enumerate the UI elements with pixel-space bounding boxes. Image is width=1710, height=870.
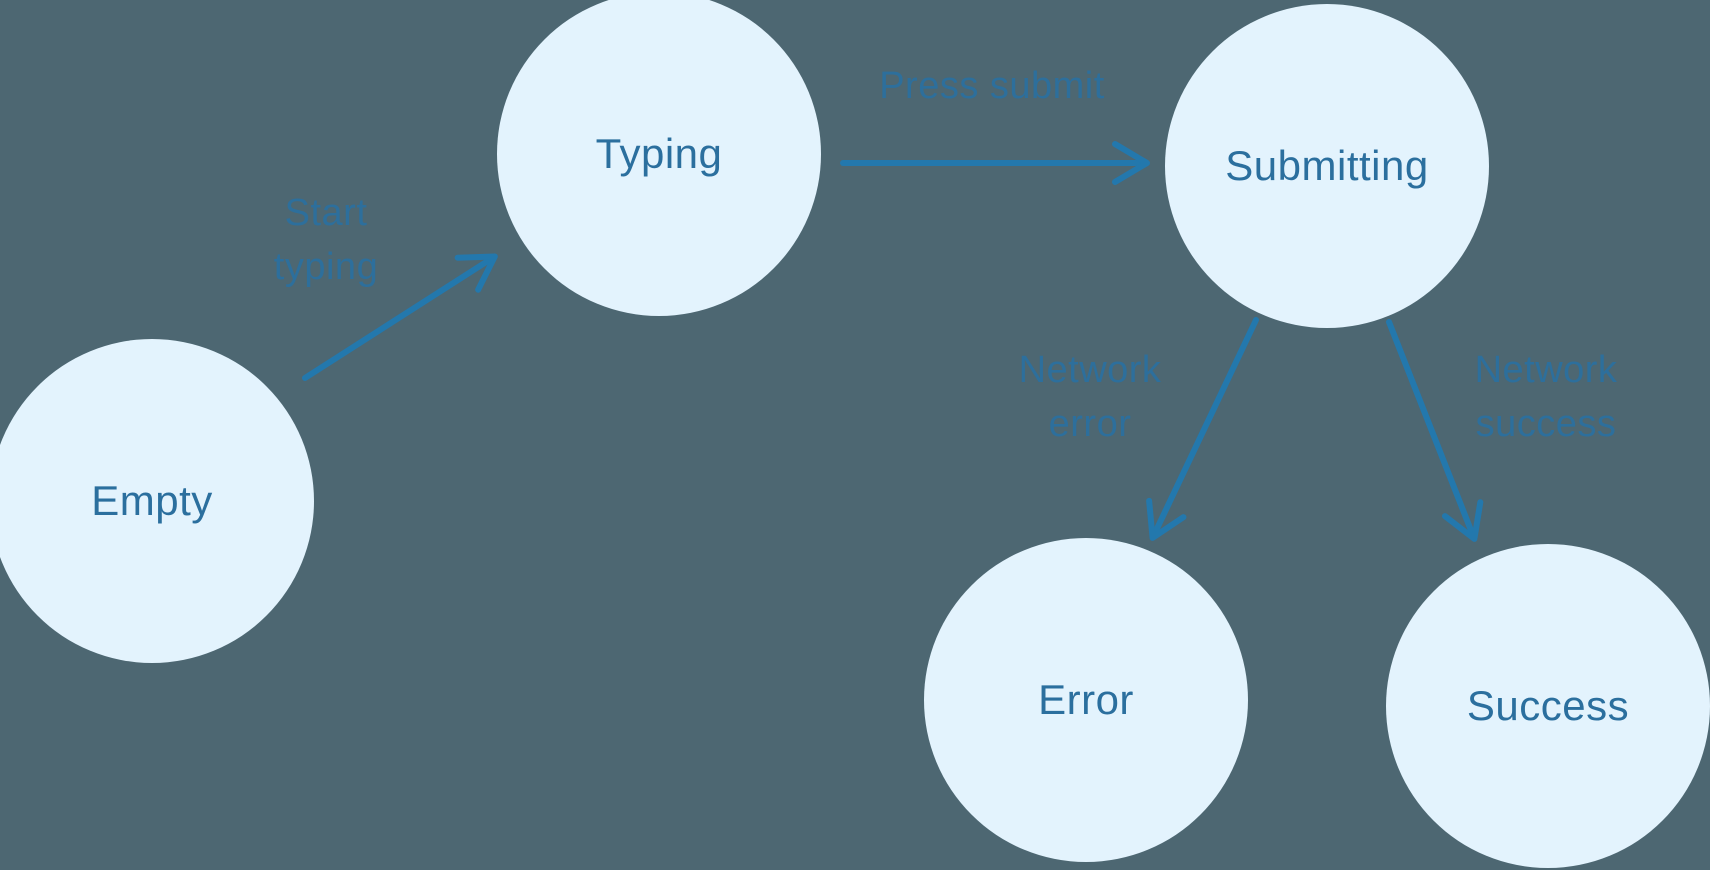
state-node-error: Error [924,538,1248,862]
state-node-success: Success [1386,544,1710,868]
transition-label-line: success [1475,403,1617,445]
state-label-submitting: Submitting [1225,142,1429,189]
transition-label-line: Network [1474,349,1618,391]
transition-label-press-submit: Press submit [879,59,1105,113]
transition-label-line: Start [284,192,368,234]
state-node-empty: Empty [0,339,314,663]
transition-arrow-start-typing [302,253,498,381]
transition-arrow-network-success [1386,319,1484,542]
state-label-success: Success [1466,682,1630,729]
transition-label-start-typing: Start typing [274,186,378,294]
state-label-error: Error [1038,676,1134,723]
transition-label-line: error [1048,403,1132,445]
transition-label-network-error: Network error [1019,343,1162,451]
state-label-empty: Empty [91,477,213,524]
transition-label-network-success: Network success [1475,343,1618,451]
state-node-typing: Typing [497,0,821,316]
transition-label-line: typing [273,246,379,288]
transition-label-line: Press submit [879,65,1105,107]
transition-label-line: Network [1018,349,1162,391]
transition-arrow-network-error [1146,317,1259,541]
state-node-submitting: Submitting [1165,4,1489,328]
state-label-typing: Typing [595,130,723,177]
